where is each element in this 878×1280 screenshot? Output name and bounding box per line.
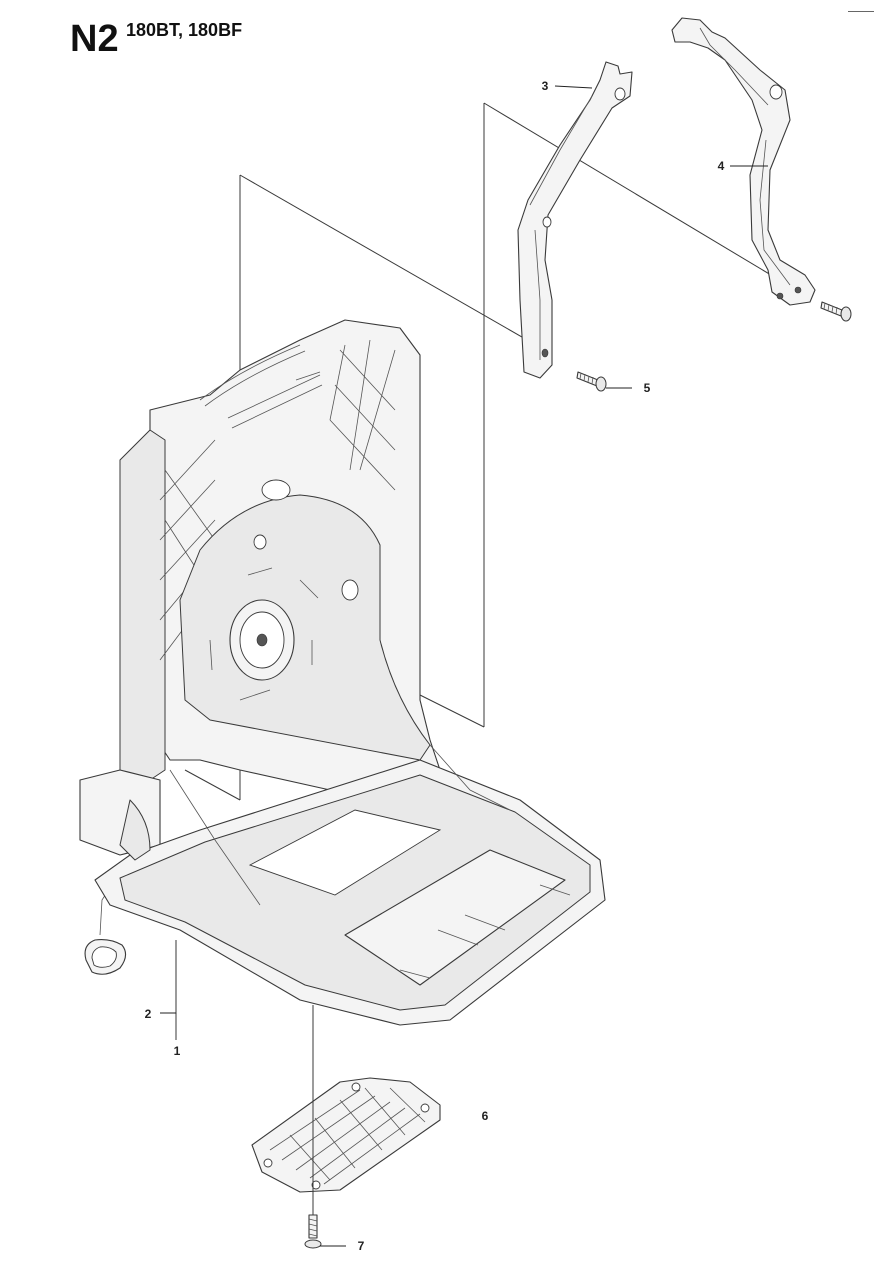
callout-5: 5	[644, 381, 651, 395]
leader-lines	[160, 85, 768, 1247]
screw-icon	[304, 1214, 322, 1249]
callout-1: 1	[174, 1044, 181, 1058]
corner-mark	[848, 11, 874, 12]
screw-icon	[576, 371, 607, 392]
callout-2: 2	[145, 1007, 152, 1021]
callout-3: 3	[542, 79, 549, 93]
base-plate-icon	[94, 744, 606, 1026]
front-harness-bracket-icon	[517, 61, 633, 379]
section-code: N2	[70, 18, 119, 60]
callout-6: 6	[482, 1109, 489, 1123]
callout-4: 4	[718, 159, 725, 173]
backpack-frame-icon	[79, 319, 471, 975]
foot-grille-icon	[251, 1077, 441, 1193]
callout-7: 7	[358, 1239, 365, 1253]
screw-icon	[820, 301, 852, 322]
rear-harness-bracket-icon	[671, 17, 816, 306]
model-names: 180BT, 180BF	[126, 20, 243, 40]
